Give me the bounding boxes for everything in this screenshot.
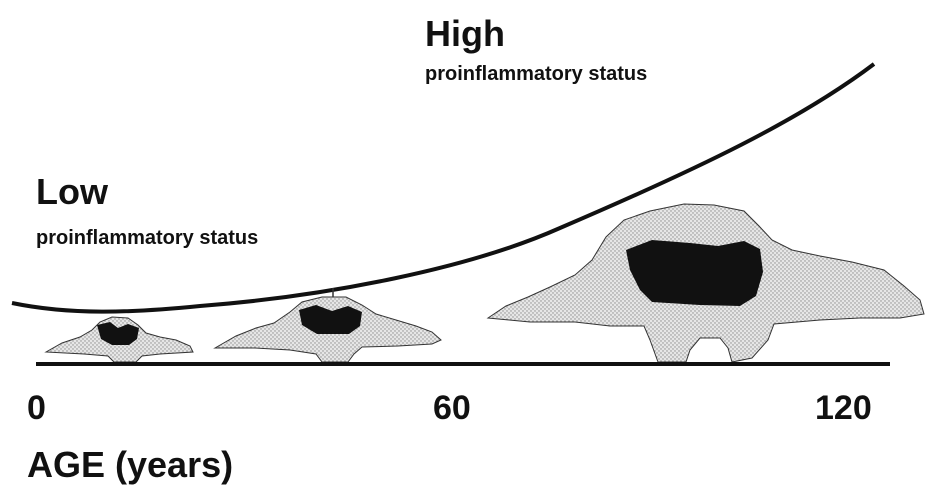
high-title: High — [425, 16, 505, 52]
tick-label-120: 120 — [815, 391, 872, 425]
high-subtitle: proinflammatory status — [425, 64, 647, 84]
medium-figure — [215, 297, 441, 362]
low-subtitle: proinflammatory status — [36, 228, 258, 248]
axis-title: AGE (years) — [27, 447, 233, 483]
tick-label-60: 60 — [433, 391, 471, 425]
large-figure-core — [626, 240, 763, 306]
large-figure — [488, 204, 924, 362]
tick-label-0: 0 — [27, 391, 46, 425]
low-title: Low — [36, 174, 108, 210]
small-figure — [46, 317, 193, 362]
